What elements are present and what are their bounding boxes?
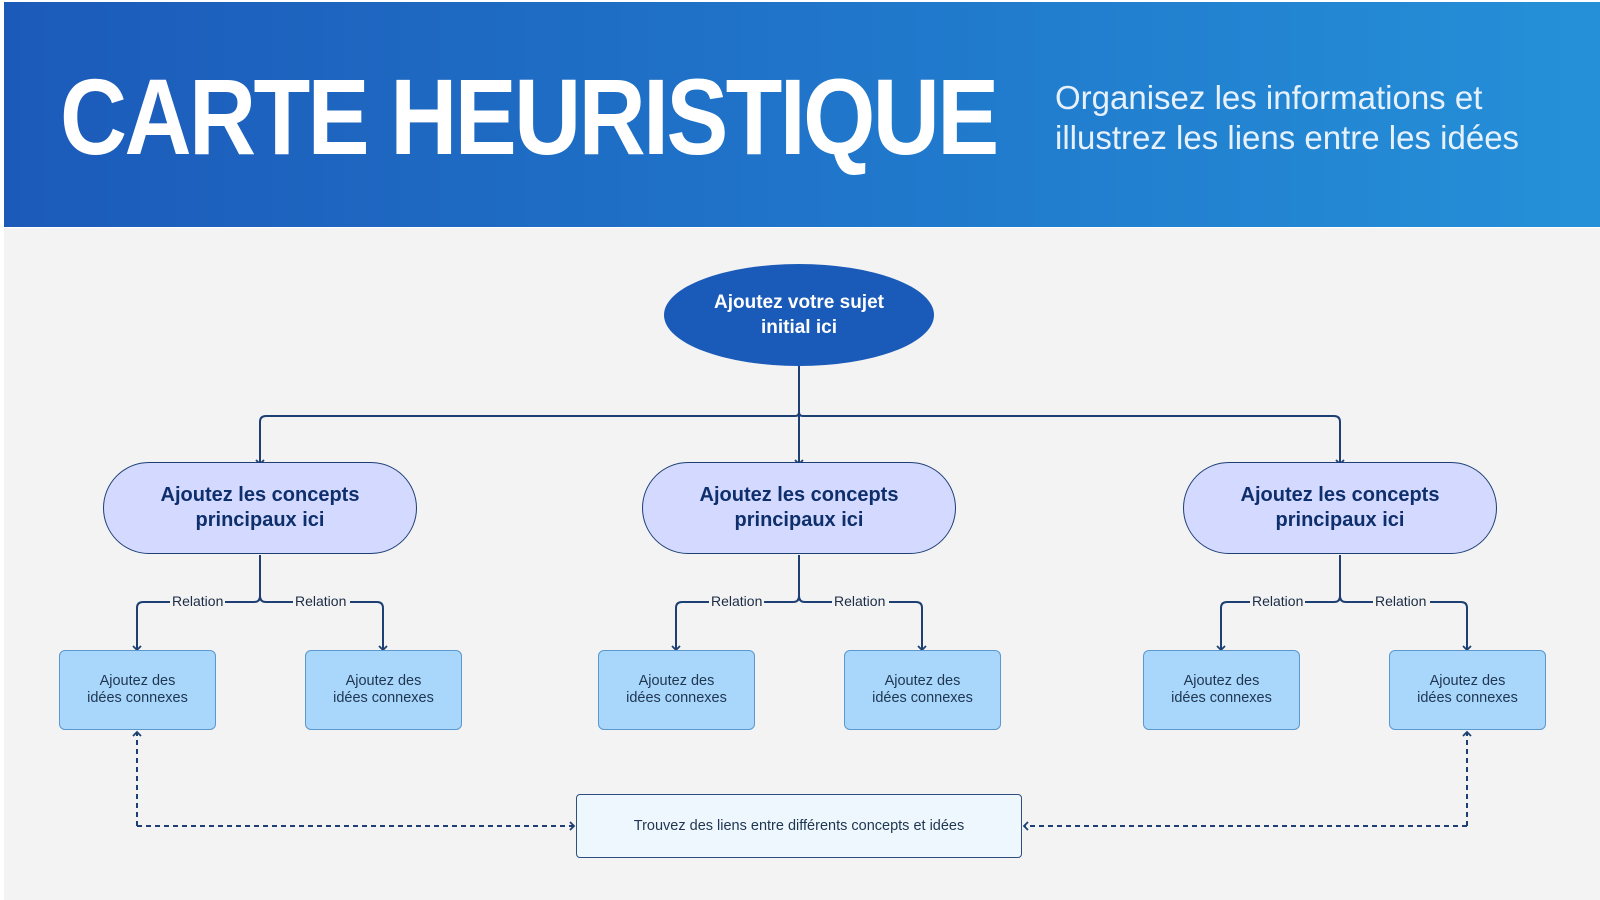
cross-link-label: Trouvez des liens entre différents conce… [633, 818, 965, 834]
root-line-1: Ajoutez votre sujet [714, 292, 884, 313]
idea-line-1: Ajoutez des [638, 673, 715, 689]
idea-line-2: idées connexes [1171, 690, 1272, 706]
idea-line-1: Ajoutez des [345, 673, 422, 689]
concept-node-3[interactable]: Ajoutez les concepts principaux ici [1183, 462, 1497, 554]
cross-link-box[interactable]: Trouvez des liens entre différents conce… [576, 794, 1022, 858]
concept-node-2[interactable]: Ajoutez les concepts principaux ici [642, 462, 956, 554]
concept-2-line-2: principaux ici [734, 509, 864, 531]
subtitle-line-2: illustrez les liens entre les idées [1055, 119, 1520, 156]
relation-label: Relation [1250, 592, 1306, 610]
page-title: CARTE HEURISTIQUE [60, 56, 999, 177]
relation-label: Relation [709, 592, 765, 610]
concept-node-1[interactable]: Ajoutez les concepts principaux ici [103, 462, 417, 554]
concept-1-line-2: principaux ici [195, 509, 325, 531]
relation-label: Relation [170, 592, 226, 610]
relation-label: Relation [1373, 592, 1429, 610]
branch-right [798, 411, 1345, 466]
page-subtitle: Organisez les informations et illustrez … [1055, 78, 1595, 158]
idea-line-2: idées connexes [872, 690, 973, 706]
idea-line-2: idées connexes [333, 690, 434, 706]
branch-left [255, 411, 800, 466]
concept-3-line-1: Ajoutez les concepts [1240, 484, 1440, 506]
concept-1-line-1: Ajoutez les concepts [160, 484, 360, 506]
idea-line-1: Ajoutez des [884, 673, 961, 689]
idea-line-2: idées connexes [87, 690, 188, 706]
concept-2-line-1: Ajoutez les concepts [699, 484, 899, 506]
subtitle-line-1: Organisez les informations et [1055, 79, 1483, 116]
root-line-2: initial ici [760, 317, 837, 338]
idea-line-1: Ajoutez des [1429, 673, 1506, 689]
idea-line-2: idées connexes [626, 690, 727, 706]
idea-line-1: Ajoutez des [1183, 673, 1260, 689]
idea-line-1: Ajoutez des [99, 673, 176, 689]
relation-label: Relation [293, 592, 349, 610]
root-topic-node[interactable]: Ajoutez votre sujet initial ici [664, 264, 934, 366]
relation-label: Relation [832, 592, 888, 610]
concept-3-line-2: principaux ici [1275, 509, 1405, 531]
idea-line-2: idées connexes [1417, 690, 1518, 706]
header-banner: CARTE HEURISTIQUE Organisez les informat… [4, 2, 1600, 227]
